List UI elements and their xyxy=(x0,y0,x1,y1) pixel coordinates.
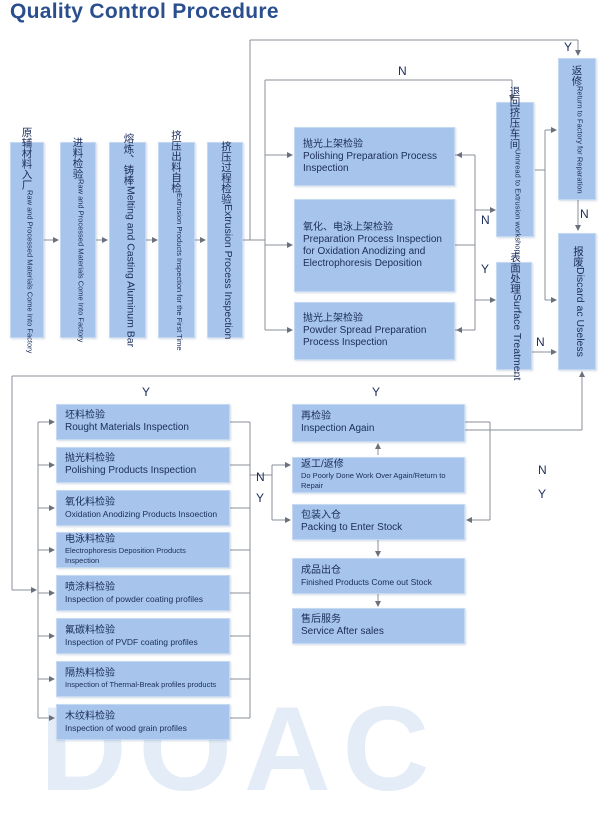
label-n-right: N xyxy=(580,207,589,221)
service-cn: 售后服务 xyxy=(301,614,341,625)
powder-coating-en: Inspection of powder coating profiles xyxy=(65,593,203,604)
discard-cn: 报废 xyxy=(572,246,584,268)
rough-cn: 坯料检验 xyxy=(65,410,105,421)
label-n-top: N xyxy=(398,64,407,78)
incoming-inspection-cn: 进料检验 xyxy=(71,137,84,180)
label-y-discard: Y xyxy=(538,487,547,501)
service-en: Service After sales xyxy=(301,626,384,637)
oxidation-prep-cn: 氧化、电泳上架检验 xyxy=(303,221,393,233)
electro-products-en: Electrophoresis Deposition Products Insp… xyxy=(65,546,186,565)
powder-prep-box: 抛光上架检验 Powder Spread Preparation Process… xyxy=(294,302,455,360)
polishing-products-box: 抛光料检验 Polishing Products Inspection xyxy=(56,447,230,483)
packing-box: 包装入仓 Packing to Enter Stock xyxy=(292,504,465,540)
rework-en: Do Poorly Done Work Over Again/Return to… xyxy=(301,471,446,490)
finished-cn: 成品出仓 xyxy=(301,564,341,576)
flow-connectors xyxy=(11,39,585,721)
raw-materials-en: Raw and Processed Materials Come Into Fa… xyxy=(25,189,35,354)
powder-coating-cn: 喷涂料检验 xyxy=(65,581,115,593)
again-cn: 再检验 xyxy=(301,411,331,422)
melting-en: Melting and Casting Aluminum Bar xyxy=(124,185,137,347)
label-n-rework: N xyxy=(256,470,265,484)
thermal-en: Inspection of Thermal-Break profiles pro… xyxy=(65,680,217,689)
label-n-discard: N xyxy=(538,463,547,477)
melting-cn: 熔炼、铸棒 xyxy=(122,133,135,186)
extrusion-process-cn: 挤压过程检验 xyxy=(220,140,232,204)
electro-products-cn: 电泳料检验 xyxy=(65,534,115,545)
oxidation-prep-box: 氧化、电泳上架检验 Preparation Process Inspection… xyxy=(294,199,455,292)
extrusion-first-en: Extrusion Products Inspection for the Fi… xyxy=(175,192,184,351)
rough-inspection-box: 坯料检验 Rought Materials Inspection xyxy=(56,404,230,440)
extrusion-first-cn: 挤压出料自检 xyxy=(170,129,182,193)
label-y-center: Y xyxy=(372,385,381,399)
polishing-prep-box: 抛光上架检验 Polishing Preparation Process Ins… xyxy=(294,127,455,186)
polishing-products-cn: 抛光料检验 xyxy=(65,453,115,464)
powder-coating-box: 喷涂料检验 Inspection of powder coating profi… xyxy=(56,575,230,611)
packing-cn: 包装入仓 xyxy=(301,510,341,521)
electro-products-box: 电泳料检验 Electrophoresis Deposition Product… xyxy=(56,532,230,568)
inspection-again-box: 再检验 Inspection Again xyxy=(292,404,465,442)
label-y-mid: Y xyxy=(481,262,490,276)
return-factory-cn: 返修 xyxy=(570,64,583,86)
polishing-prep-cn: 抛光上架检验 xyxy=(303,138,363,150)
page-title: Quality Control Procedure xyxy=(10,0,279,23)
polishing-products-en: Polishing Products Inspection xyxy=(65,465,197,476)
wood-en: Inspection of wood grain profiles xyxy=(65,722,187,733)
oxidation-products-cn: 氧化料检验 xyxy=(65,496,115,508)
after-sales-box: 售后服务 Service After sales xyxy=(292,608,465,644)
thermal-box: 隔热料检验 Inspection of Thermal-Break profil… xyxy=(56,661,230,697)
label-y-packing: Y xyxy=(256,491,265,505)
finished-en: Finished Products Come out Stock xyxy=(301,576,432,587)
wood-grain-box: 木纹料检验 Inspection of wood grain profiles xyxy=(56,704,230,740)
pvdf-cn: 氟碳料检验 xyxy=(65,624,115,636)
label-n-mid: N xyxy=(481,213,490,227)
label-y-left: Y xyxy=(142,385,151,399)
label-n-surface: N xyxy=(536,335,545,349)
pvdf-box: 氟碳料检验 Inspection of PVDF coating profile… xyxy=(56,618,230,654)
packing-en: Packing to Enter Stock xyxy=(301,522,403,533)
return-factory-en: Return to Factory for Reparation xyxy=(575,85,585,194)
oxidation-products-en: Oxidation Anodizing Products Insoection xyxy=(65,508,218,519)
rework-cn: 返工/返修 xyxy=(301,459,344,470)
oxidation-prep-en: Preparation Process Inspection for Oxida… xyxy=(303,233,442,269)
powder-prep-en: Powder Spread Preparation Process Inspec… xyxy=(303,325,427,348)
raw-materials-cn: 原辅材料入厂 xyxy=(20,126,33,190)
thermal-cn: 隔热料检验 xyxy=(65,668,115,679)
powder-prep-cn: 抛光上架检验 xyxy=(303,313,363,324)
return-extrusion-en: Unnread to Extrusion workshop xyxy=(513,148,523,254)
rough-en: Rought Materials Inspection xyxy=(65,422,189,433)
rework-box: 返工/返修 Do Poorly Done Work Over Again/Ret… xyxy=(292,457,465,493)
finished-products-box: 成品出仓 Finished Products Come out Stock xyxy=(292,558,465,594)
oxidation-products-box: 氧化料检验 Oxidation Anodizing Products Insoe… xyxy=(56,490,230,526)
return-extrusion-cn: 退回挤压车间 xyxy=(508,85,521,149)
pvdf-en: Inspection of PVDF coating profiles xyxy=(65,636,198,647)
again-en: Inspection Again xyxy=(301,423,375,434)
label-y-top: Y xyxy=(564,40,573,54)
discard-en: Discard ac Useless xyxy=(574,267,586,357)
surface-treatment-cn: 表面处理 xyxy=(509,251,521,294)
extrusion-process-en: Extrusion Process Inspection xyxy=(222,203,234,340)
incoming-inspection-en: Raw and Processed Materials Come Into Fa… xyxy=(76,179,86,343)
surface-treatment-en: Surface Treatment xyxy=(511,293,523,381)
polishing-prep-en: Polishing Preparation Process Inspection xyxy=(303,150,437,174)
wood-cn: 木纹料检验 xyxy=(65,710,115,722)
